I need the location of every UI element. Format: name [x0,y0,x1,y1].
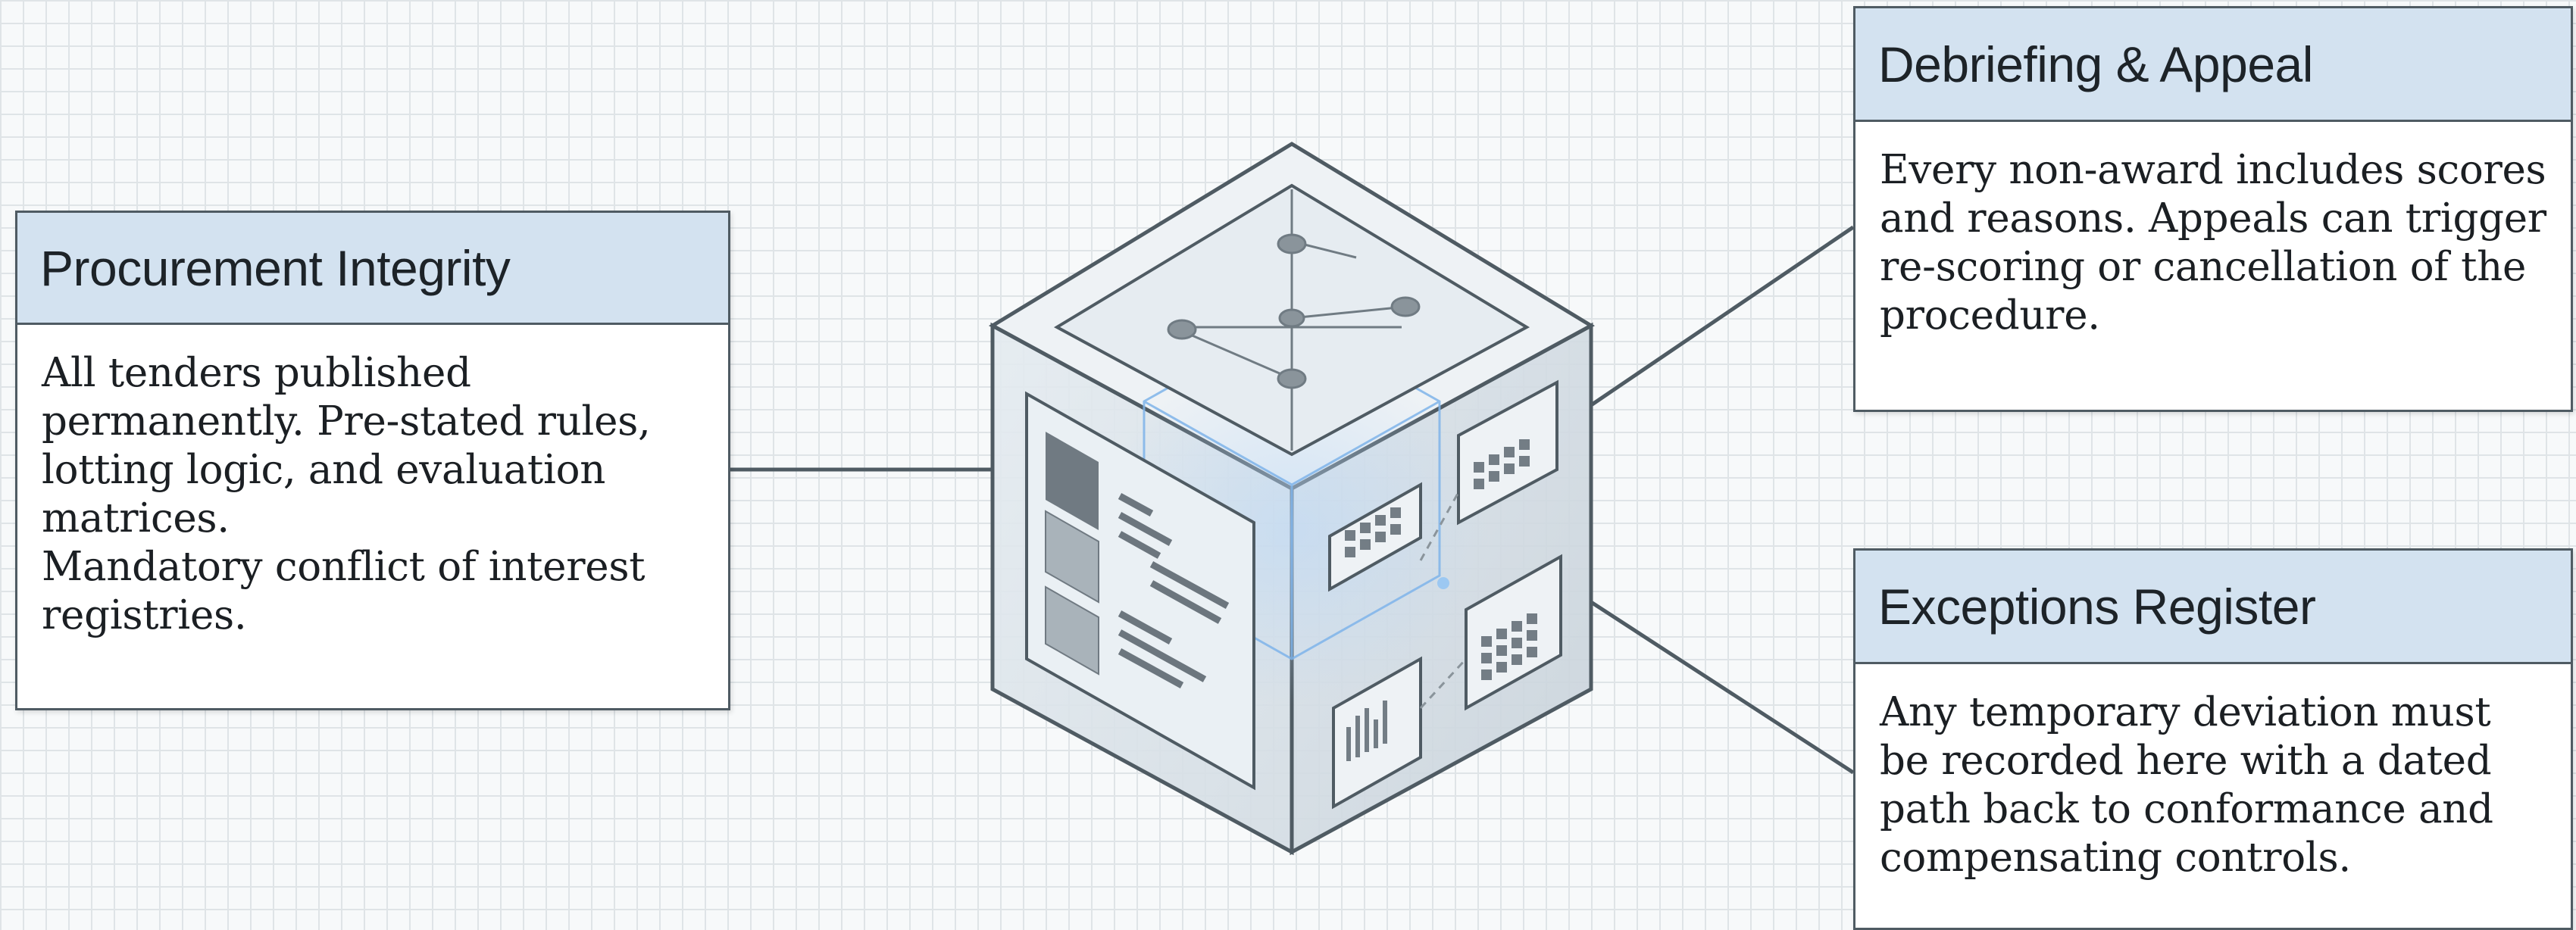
procurement-integrity-title: Procurement Integrity [17,213,728,325]
debriefing-appeal-title: Debriefing & Appeal [1855,8,2571,122]
procurement-integrity-card: Procurement Integrity All tenders publis… [15,211,730,710]
exceptions-register-title: Exceptions Register [1855,551,2571,664]
procurement-integrity-paragraph-1: All tenders published permanently. Pre-s… [42,349,704,543]
procurement-integrity-paragraph-2: Mandatory conflict of interest registrie… [42,543,704,640]
debriefing-appeal-body: Every non-award includes scores and reas… [1855,122,2571,364]
exceptions-register-card: Exceptions Register Any temporary deviat… [1853,548,2573,930]
connector-bottom-right [1591,602,1853,772]
debriefing-appeal-card: Debriefing & Appeal Every non-award incl… [1853,6,2573,412]
procurement-integrity-body: All tenders published permanently. Pre-s… [17,325,728,664]
connector-top-right [1591,227,1853,405]
exceptions-register-body: Any temporary deviation must be recorded… [1855,664,2571,907]
